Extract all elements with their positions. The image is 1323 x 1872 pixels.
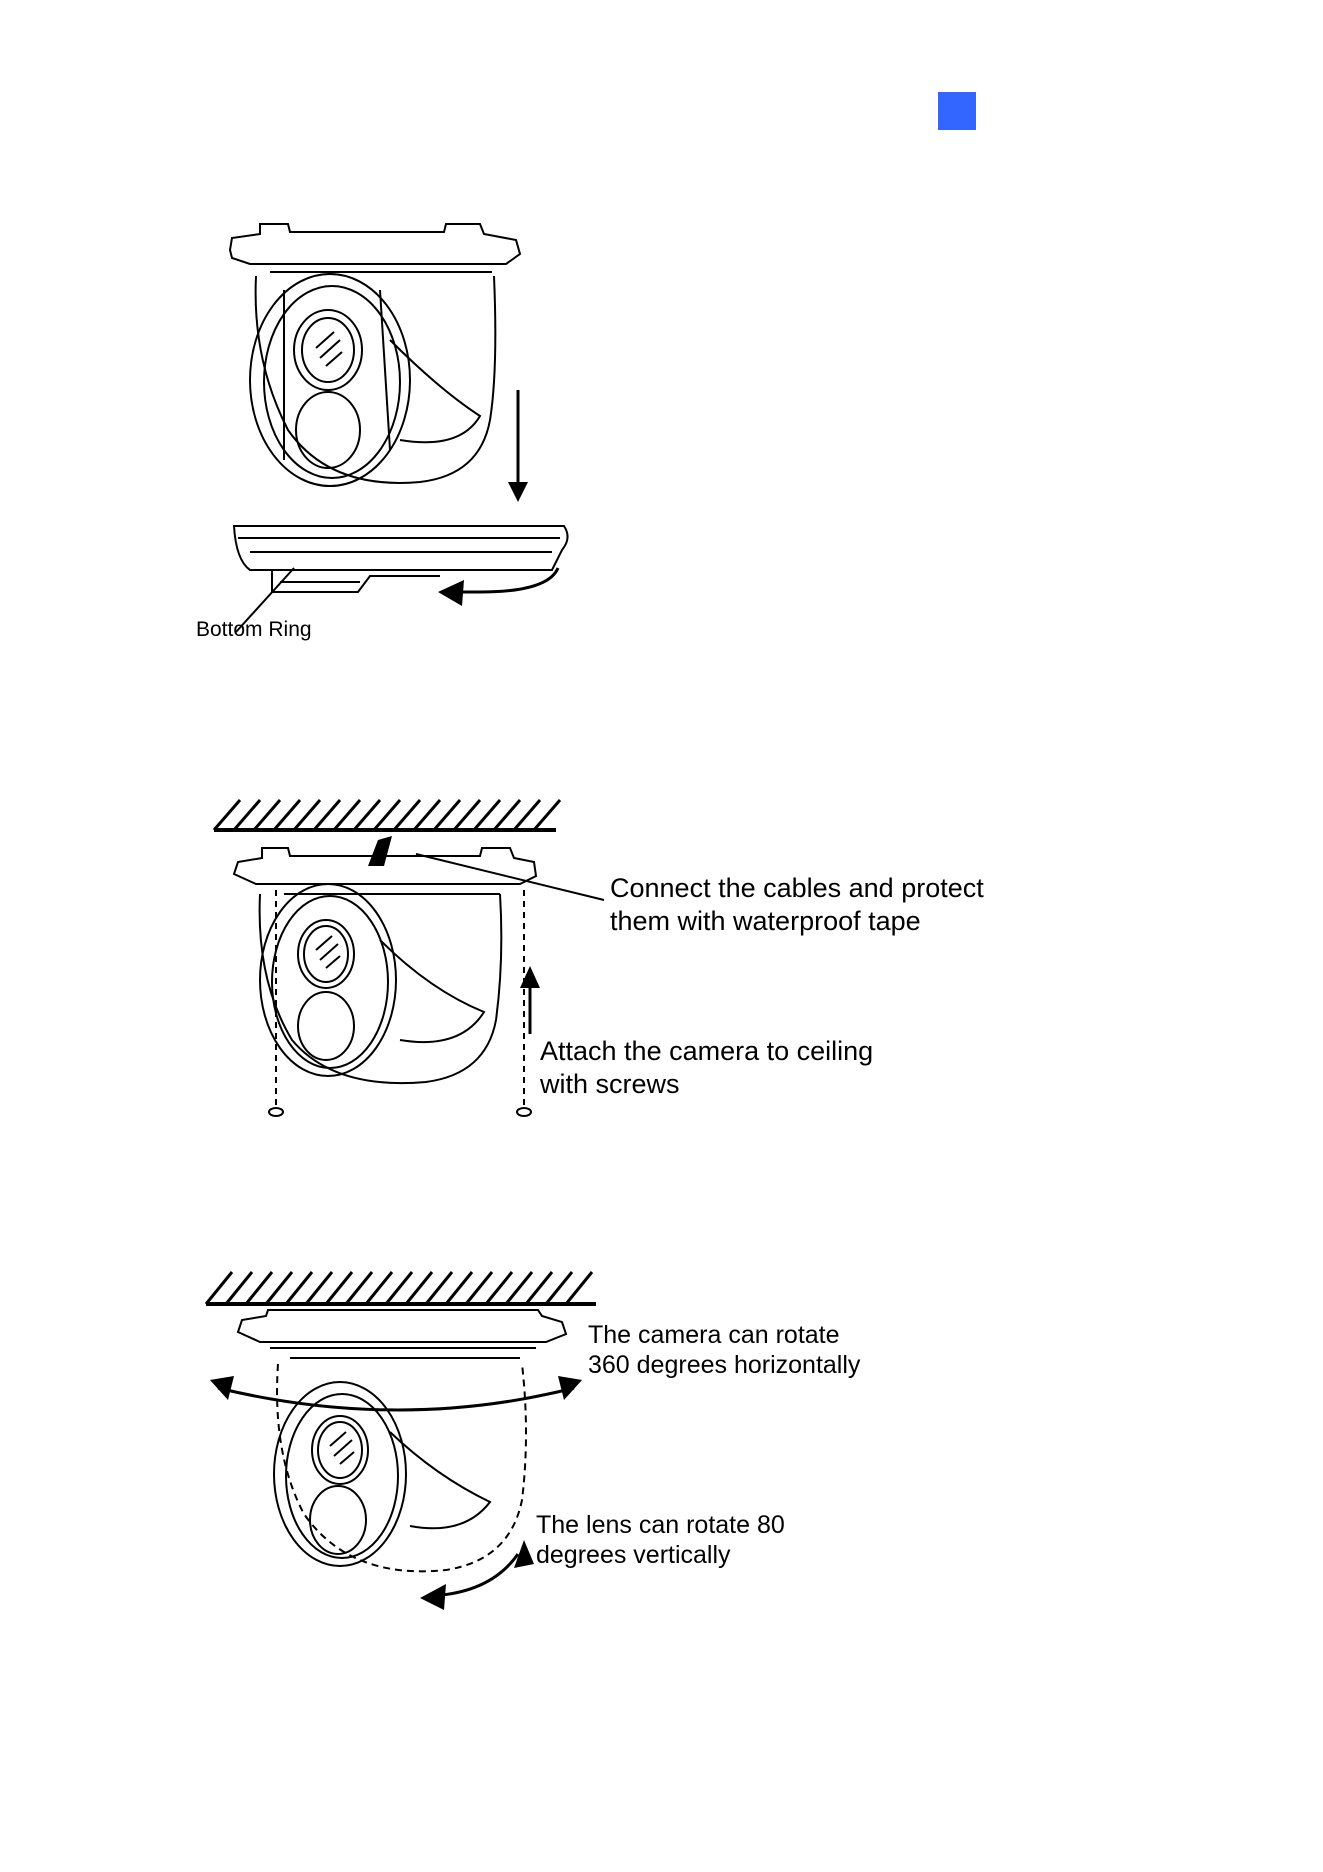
label-attach-ceiling-line1: Attach the camera to ceiling	[540, 1035, 873, 1068]
label-rotate-vertical-line2: degrees vertically	[536, 1540, 785, 1570]
label-bottom-ring: Bottom Ring	[196, 618, 312, 642]
label-connect-cables-line1: Connect the cables and protect	[610, 872, 984, 905]
label-connect-cables: Connect the cables and protect them with…	[610, 872, 984, 938]
label-rotate-horizontal-line2: 360 degrees horizontally	[588, 1350, 860, 1380]
label-connect-cables-line2: them with waterproof tape	[610, 905, 984, 938]
label-rotate-vertical: The lens can rotate 80 degrees verticall…	[536, 1510, 785, 1570]
label-attach-ceiling: Attach the camera to ceiling with screws	[540, 1035, 873, 1101]
chapter-marker	[938, 92, 976, 130]
label-rotate-vertical-line1: The lens can rotate 80	[536, 1510, 785, 1540]
label-rotate-horizontal-line1: The camera can rotate	[588, 1320, 860, 1350]
figure-remove-bottom-ring	[180, 220, 580, 660]
label-attach-ceiling-line2: with screws	[540, 1068, 873, 1101]
label-rotate-horizontal: The camera can rotate 360 degrees horizo…	[588, 1320, 860, 1380]
